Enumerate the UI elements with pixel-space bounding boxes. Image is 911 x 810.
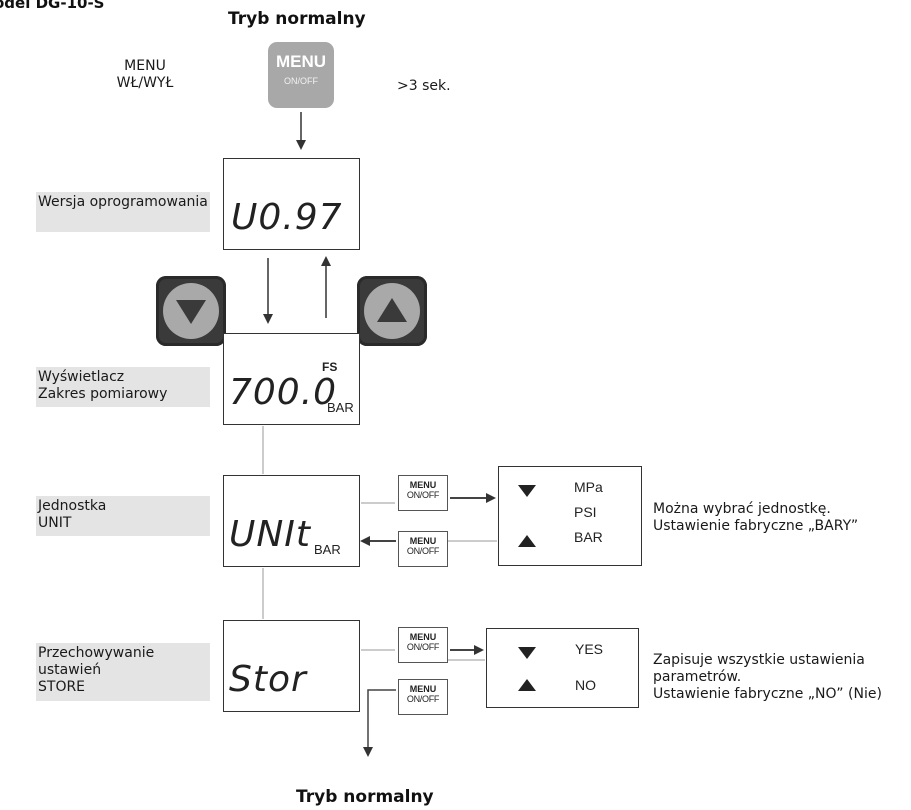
store-menu-button-forward-top: MENU (409, 632, 437, 642)
hold-time-label: >3 sek. (397, 78, 451, 94)
menu-key-label-line1: MENU (124, 58, 166, 74)
software-version-value: U0.97 (231, 197, 343, 238)
up-triangle-icon (518, 679, 536, 691)
menu-key-label: MENU WŁ/WYŁ (95, 58, 195, 92)
store-note: Zapisuje wszystkie ustawienia parametrów… (653, 652, 882, 703)
store-options-box: YES NO (486, 628, 639, 708)
unit-menu-button-forward-bottom: ON/OFF (406, 490, 440, 500)
store-note-line1: Zapisuje wszystkie ustawienia (653, 652, 865, 668)
store-label-line2: ustawień (38, 662, 102, 678)
display-range-label: Wyświetlacz Zakres pomiarowy (36, 367, 210, 407)
unit-menu-button-back[interactable]: MENU ON/OFF (398, 531, 448, 567)
onoff-button-text: ON/OFF (284, 76, 318, 86)
up-arrow-button-glyph (364, 283, 420, 339)
unit-label: Jednostka UNIT (36, 496, 210, 536)
header-fragment: odel DG-10-S (0, 0, 105, 12)
store-label-line1: Przechowywanie (38, 645, 155, 661)
unit-options-box: MPa PSI BAR (498, 466, 642, 566)
store-menu-button-back-top: MENU (409, 684, 437, 694)
unit-note: Można wybrać jednostkę. Ustawienie fabry… (653, 501, 858, 535)
unit-option-mpa[interactable]: MPa (574, 479, 603, 495)
fs-indicator: FS (322, 360, 338, 374)
unit-label-line2: UNIT (38, 515, 72, 531)
store-menu-button-back[interactable]: MENU ON/OFF (398, 679, 448, 715)
store-display: Stor (223, 620, 360, 712)
range-value: 700.0 (229, 372, 338, 413)
unit-label-line1: Jednostka (38, 498, 107, 514)
store-option-yes[interactable]: YES (575, 641, 604, 657)
up-arrow-button-icon[interactable] (357, 276, 427, 346)
store-menu-button-forward-bottom: ON/OFF (406, 642, 440, 652)
range-unit: BAR (327, 400, 354, 415)
unit-display: UNIt BAR (223, 475, 360, 567)
unit-note-line1: Można wybrać jednostkę. (653, 501, 831, 517)
store-display-value: Stor (229, 659, 307, 700)
unit-menu-button-back-top: MENU (409, 536, 437, 546)
unit-option-psi[interactable]: PSI (574, 504, 597, 520)
unit-menu-button-forward[interactable]: MENU ON/OFF (398, 475, 448, 511)
measurement-range-display: FS 700.0 BAR (223, 333, 360, 425)
down-arrow-button-icon[interactable] (156, 276, 226, 346)
menu-onoff-button-icon[interactable]: MENU ON/OFF (268, 42, 334, 108)
store-note-line2: parametrów. (653, 669, 742, 685)
display-range-label-line1: Wyświetlacz (38, 369, 125, 385)
arrow-icon (363, 689, 396, 757)
store-note-line3: Ustawienie fabryczne „NO” (Nie) (653, 686, 882, 702)
store-triangles (518, 647, 536, 691)
software-version-label: Wersja oprogramowania (36, 192, 210, 232)
store-label: Przechowywanie ustawień STORE (36, 643, 210, 701)
store-option-no[interactable]: NO (575, 677, 596, 693)
down-arrow-button-glyph (163, 283, 219, 339)
display-range-label-line2: Zakres pomiarowy (38, 386, 168, 402)
unit-menu-button-forward-top: MENU (409, 480, 437, 490)
store-menu-button-back-bottom: ON/OFF (406, 694, 440, 704)
down-triangle-icon (518, 485, 536, 497)
bottom-title: Tryb normalny (296, 787, 434, 807)
menu-button-text: MENU (275, 52, 327, 71)
unit-note-line2: Ustawienie fabryczne „BARY” (653, 518, 859, 534)
unit-menu-button-back-bottom: ON/OFF (406, 546, 440, 556)
down-triangle-icon (518, 647, 536, 659)
menu-key-label-line2: WŁ/WYŁ (116, 75, 174, 91)
store-menu-button-forward[interactable]: MENU ON/OFF (398, 627, 448, 663)
unit-option-bar[interactable]: BAR (574, 529, 603, 545)
unit-display-unit: BAR (314, 542, 341, 557)
software-version-display: U0.97 (223, 158, 360, 250)
unit-display-value: UNIt (229, 514, 312, 555)
up-triangle-icon (518, 535, 536, 547)
unit-triangles (518, 485, 536, 547)
top-title: Tryb normalny (228, 9, 366, 29)
store-label-line3: STORE (38, 679, 86, 695)
